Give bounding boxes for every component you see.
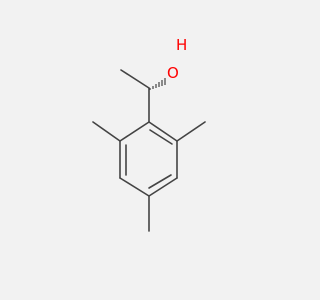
hashed-wedge-bond xyxy=(149,78,166,90)
ring-bond-6-1 xyxy=(119,121,150,142)
ring-bond-4-5 xyxy=(119,177,150,197)
oxygen-atom-label: O xyxy=(167,64,179,82)
methyl-bond-right xyxy=(176,121,206,142)
ring-double-bond-top-right xyxy=(149,129,173,145)
ring-double-bond-bottom-right xyxy=(148,174,172,189)
methyl-bond-left xyxy=(92,121,121,142)
molecule-structure: O H xyxy=(92,36,206,232)
hydrogen-atom-label: H xyxy=(176,36,187,54)
methyl-bond-top xyxy=(120,69,150,89)
ring-bond-1-2 xyxy=(148,121,178,142)
ring-bond-3-4 xyxy=(148,177,178,197)
